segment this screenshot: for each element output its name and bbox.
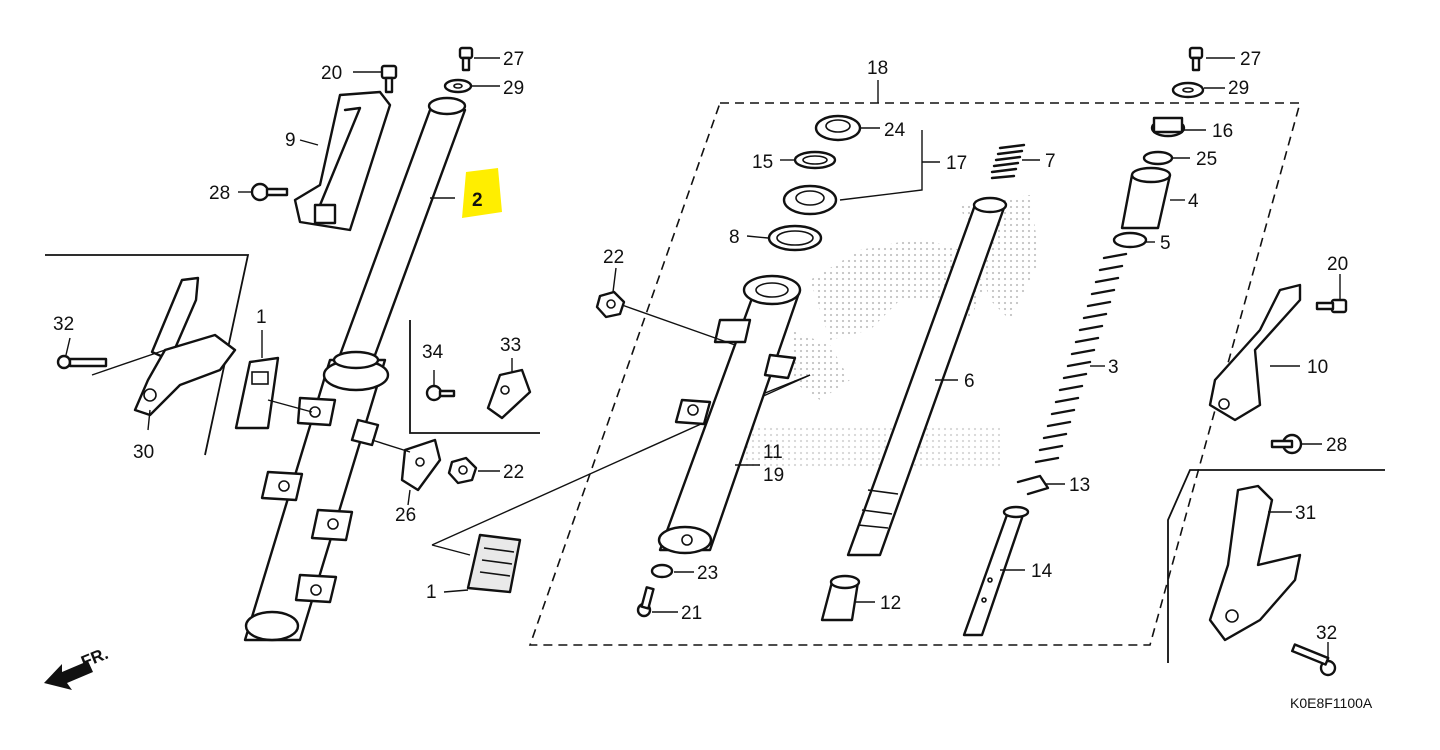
damper-rod-part-14[interactable] — [962, 505, 1030, 637]
reflector-part-1-bottom[interactable] — [466, 533, 522, 594]
callout-20-left[interactable]: 20 — [321, 63, 342, 84]
callout-9[interactable]: 9 — [285, 130, 296, 151]
front-direction-label: FR. — [78, 644, 111, 672]
o-ring-part-25[interactable] — [1142, 150, 1174, 166]
ring-part-8[interactable] — [767, 224, 823, 252]
callout-15[interactable]: 15 — [752, 152, 773, 173]
callout-34[interactable]: 34 — [422, 342, 444, 363]
left-inset-frame — [45, 254, 250, 456]
bolt-part-34[interactable] — [425, 384, 456, 402]
fork-slider-right-part-11[interactable] — [657, 274, 802, 555]
callout-5[interactable]: 5 — [1160, 233, 1171, 254]
callout-21[interactable]: 21 — [681, 603, 702, 624]
callout-20-right[interactable]: 20 — [1327, 254, 1348, 275]
callout-8[interactable]: 8 — [729, 227, 740, 248]
fork-assembly-boundary — [528, 102, 1302, 646]
callout-16[interactable]: 16 — [1212, 121, 1233, 142]
callout-27-left[interactable]: 27 — [503, 49, 524, 70]
bracket-part-26[interactable] — [400, 438, 442, 492]
callout-12[interactable]: 12 — [880, 593, 901, 614]
washer-part-29-right[interactable] — [1171, 81, 1205, 99]
fork-guard-part-31-right[interactable] — [1208, 484, 1302, 642]
clip-part-13[interactable] — [1016, 474, 1050, 496]
fork-slider-left[interactable] — [243, 350, 390, 642]
dust-seal-part-24[interactable] — [814, 114, 862, 142]
bolt-part-32-right[interactable] — [1290, 643, 1337, 677]
callout-29-left[interactable]: 29 — [503, 78, 524, 99]
clip-part-15[interactable] — [793, 150, 837, 170]
washer-part-29-left[interactable] — [443, 78, 473, 94]
screw-part-28-left[interactable] — [250, 182, 289, 202]
callout-13[interactable]: 13 — [1069, 475, 1090, 496]
middle-inset-frame — [409, 320, 540, 434]
callout-19[interactable]: 19 — [763, 465, 784, 486]
spring-part-3[interactable] — [1034, 252, 1128, 464]
front-direction-arrow: FR. — [44, 644, 111, 690]
fork-guard-part-30-left[interactable] — [133, 276, 237, 417]
callout-18[interactable]: 18 — [867, 58, 888, 79]
callout-23[interactable]: 23 — [697, 563, 718, 584]
callout-17[interactable]: 17 — [946, 153, 967, 174]
cap-part-16[interactable] — [1150, 116, 1186, 138]
reflector-bracket-part-10[interactable] — [1208, 283, 1302, 422]
bolt-part-32-left[interactable] — [56, 354, 108, 370]
nut-part-22-left[interactable] — [447, 456, 478, 485]
spacer-part-4[interactable] — [1120, 166, 1172, 230]
callout-14[interactable]: 14 — [1031, 561, 1053, 582]
reflector-bracket-part-9[interactable] — [293, 90, 392, 232]
callout-11[interactable]: 11 — [763, 442, 783, 463]
brand-watermark — [700, 195, 1040, 470]
callout-labels: 27 29 20 9 28 2 1 32 30 34 33 22 26 1 22… — [53, 49, 1348, 644]
callout-22-left[interactable]: 22 — [503, 462, 524, 483]
fork-inner-tube-part-6[interactable] — [846, 196, 1008, 557]
spring-part-7[interactable] — [990, 143, 1026, 180]
callout-25[interactable]: 25 — [1196, 149, 1217, 170]
callout-4[interactable]: 4 — [1188, 191, 1199, 212]
screw-part-28-right[interactable] — [1270, 433, 1303, 455]
callout-32-left[interactable]: 32 — [53, 314, 74, 335]
callout-7[interactable]: 7 — [1045, 151, 1056, 172]
oil-seal-part-17[interactable] — [782, 184, 838, 216]
washer-part-23[interactable] — [650, 563, 674, 579]
nut-part-22-right[interactable] — [595, 290, 626, 319]
callout-30[interactable]: 30 — [133, 442, 154, 463]
callout-1-bottom[interactable]: 1 — [426, 582, 437, 603]
bracket-part-33[interactable] — [486, 368, 532, 420]
seat-part-5[interactable] — [1112, 231, 1148, 249]
callout-28-right[interactable]: 28 — [1326, 435, 1347, 456]
reflector-part-1-left[interactable] — [234, 356, 280, 430]
callout-33[interactable]: 33 — [500, 335, 521, 356]
leader-lines — [65, 57, 1341, 660]
callout-3[interactable]: 3 — [1108, 357, 1119, 378]
bolt-part-20-left[interactable] — [380, 64, 398, 94]
right-inset-frame — [1167, 469, 1385, 663]
callout-27-right[interactable]: 27 — [1240, 49, 1261, 70]
bolt-part-27-left[interactable] — [458, 46, 474, 72]
callout-24[interactable]: 24 — [884, 120, 906, 141]
collar-part-12[interactable] — [820, 574, 861, 622]
callout-32-right[interactable]: 32 — [1316, 623, 1337, 644]
bolt-part-20-right[interactable] — [1315, 298, 1348, 314]
highlight-marker — [462, 168, 502, 218]
callout-28-left[interactable]: 28 — [209, 183, 230, 204]
callout-29-right[interactable]: 29 — [1228, 78, 1249, 99]
callout-10[interactable]: 10 — [1307, 357, 1328, 378]
diagram-code: K0E8F1100A — [1290, 695, 1373, 711]
callout-6[interactable]: 6 — [964, 371, 975, 392]
callout-1-left[interactable]: 1 — [256, 307, 267, 328]
callout-22-right[interactable]: 22 — [603, 247, 624, 268]
bolt-part-27-right[interactable] — [1188, 46, 1204, 72]
callout-26[interactable]: 26 — [395, 505, 416, 526]
bolt-part-21[interactable] — [636, 586, 655, 618]
callout-31[interactable]: 31 — [1295, 503, 1316, 524]
callout-2[interactable]: 2 — [472, 190, 483, 211]
